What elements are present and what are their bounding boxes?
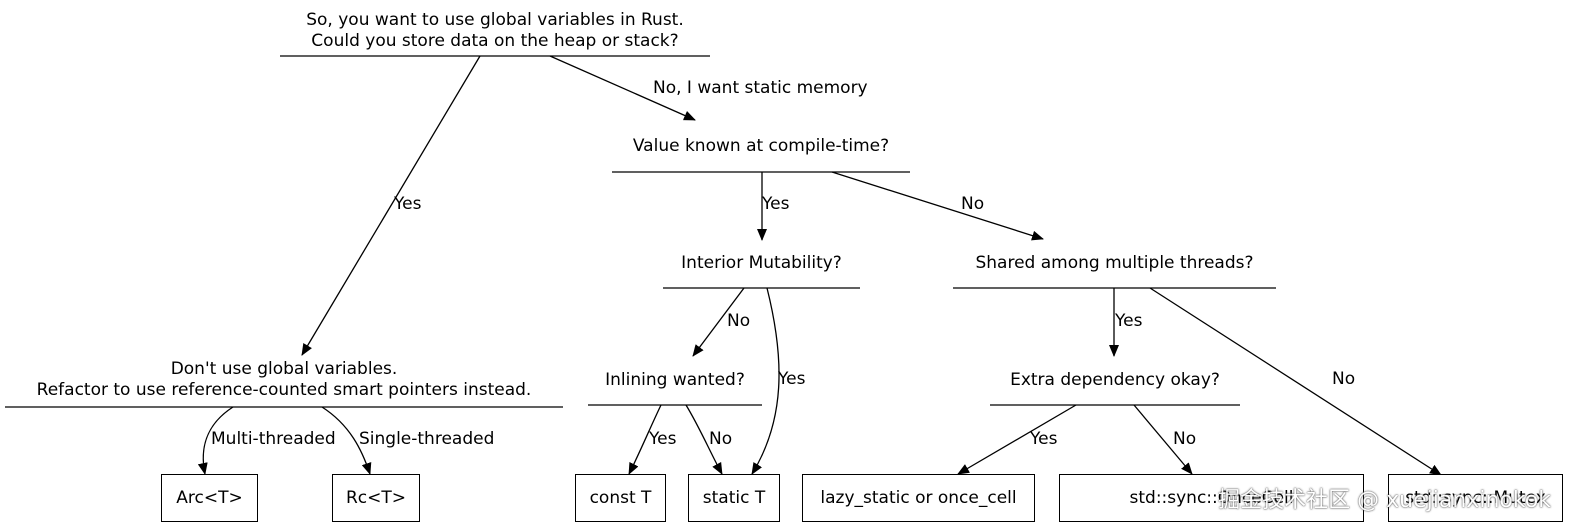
- edge-dontuse-to-arc: [197, 406, 234, 475]
- edge-root-to-compile: [549, 55, 696, 121]
- inlining-question: Inlining wanted?: [588, 370, 762, 391]
- interior-text: Interior Mutability?: [681, 253, 842, 273]
- edge-label-no-interior: No: [727, 311, 751, 331]
- edge-label-single-threaded: Single-threaded: [359, 429, 495, 449]
- watermark: 掘金技术社区 @ xuejianxinokok: [1218, 488, 1551, 513]
- leaf-rc: Rc<T>: [332, 474, 420, 522]
- edge-label-no-dep: No: [1173, 429, 1197, 449]
- root-question-line1: So, you want to use global variables in …: [306, 10, 684, 30]
- leaf-const-t: const T: [575, 474, 666, 522]
- dont-use-line1: Don't use global variables.: [170, 359, 398, 379]
- edge-label-no-compile: No: [961, 194, 985, 214]
- edge-interior-to-inlining: [692, 287, 745, 357]
- leaf-oncecell: std::sync::OnceCell: [1059, 474, 1364, 522]
- dont-use-line2: Refactor to use reference-counted smart …: [36, 380, 532, 400]
- edge-extradep-to-lazy: [957, 404, 1077, 475]
- edge-label-yes-heap: Yes: [394, 194, 422, 214]
- leaf-arc: Arc<T>: [161, 474, 258, 522]
- leaf-rc-label: Rc<T>: [345, 488, 407, 508]
- interior-question: Interior Mutability?: [663, 253, 860, 274]
- edge-inlining-to-static-no: [685, 404, 723, 475]
- leaf-lazy-static: lazy_static or once_cell: [802, 474, 1035, 522]
- compile-time-question: Value known at compile-time?: [612, 136, 910, 157]
- edge-label-no-static: No, I want static memory: [653, 78, 868, 98]
- shared-question: Shared among multiple threads?: [953, 253, 1276, 274]
- compile-time-text: Value known at compile-time?: [632, 136, 890, 156]
- edge-dontuse-to-rc: [321, 406, 372, 475]
- edge-interior-to-static: [751, 287, 780, 475]
- extra-dep-question: Extra dependency okay?: [990, 370, 1240, 391]
- edge-label-yes-inline: Yes: [649, 429, 677, 449]
- leaf-mutex: std::sync::Mutex: [1388, 474, 1563, 522]
- edge-extradep-to-oncecell: [1133, 404, 1193, 475]
- edge-label-yes-interior: Yes: [778, 369, 806, 389]
- root-question: So, you want to use global variables in …: [280, 10, 710, 52]
- dont-use-node: Don't use global variables. Refactor to …: [5, 359, 563, 401]
- edge-shared-to-mutex: [1149, 287, 1442, 476]
- leaf-lazy-static-label: lazy_static or once_cell: [820, 488, 1017, 508]
- leaf-oncecell-label: std::sync::OnceCell: [1129, 488, 1294, 508]
- shared-text: Shared among multiple threads?: [975, 253, 1254, 273]
- root-question-line2: Could you store data on the heap or stac…: [311, 31, 679, 51]
- leaf-mutex-label: std::sync::Mutex: [1405, 488, 1546, 508]
- edge-label-yes-shared: Yes: [1115, 311, 1143, 331]
- edge-compile-to-shared: [831, 171, 1044, 241]
- leaf-arc-label: Arc<T>: [176, 488, 243, 508]
- leaf-static-t-label: static T: [702, 488, 766, 508]
- edge-root-to-dontuse: [301, 55, 481, 356]
- inlining-text: Inlining wanted?: [605, 370, 745, 390]
- edge-label-yes-compile: Yes: [762, 194, 790, 214]
- edge-label-yes-dep: Yes: [1030, 429, 1058, 449]
- leaf-static-t: static T: [688, 474, 780, 522]
- edge-label-no-shared: No: [1332, 369, 1356, 389]
- edge-label-no-inline: No: [709, 429, 733, 449]
- edge-inlining-to-const: [628, 404, 662, 475]
- edge-label-multi-threaded: Multi-threaded: [211, 429, 336, 449]
- leaf-const-t-label: const T: [589, 488, 652, 508]
- extra-dep-text: Extra dependency okay?: [1010, 370, 1220, 390]
